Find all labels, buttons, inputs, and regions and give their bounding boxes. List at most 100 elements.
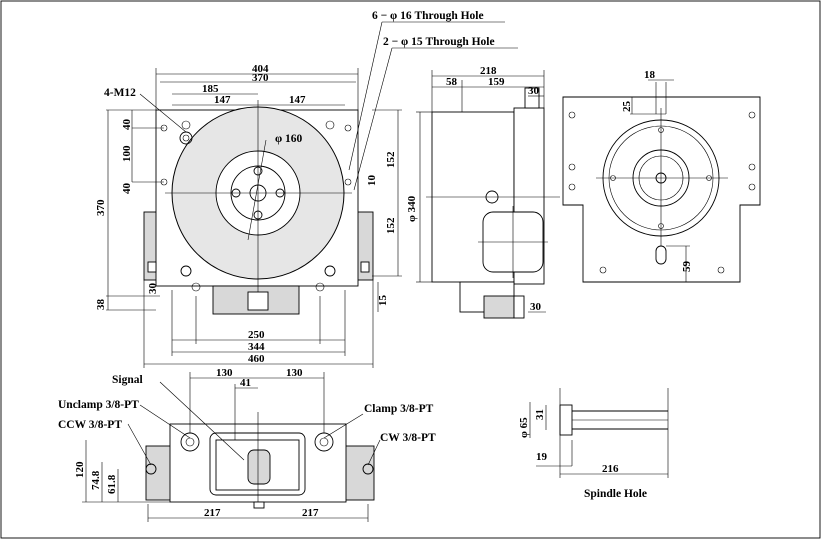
flange-hole xyxy=(568,163,576,171)
hole15-note: 2 − φ 15 Through Hole xyxy=(383,36,495,48)
hole15-leader xyxy=(353,47,393,191)
dim-147-right: 147 xyxy=(289,94,306,106)
side-key xyxy=(524,87,540,109)
dim-25: 25 xyxy=(621,101,633,113)
flange-hole xyxy=(599,266,607,274)
tap-leader xyxy=(139,93,187,133)
signal-note: Signal xyxy=(112,374,143,386)
flange-slot xyxy=(655,245,667,265)
hole16-leader xyxy=(348,21,383,171)
flange-hole xyxy=(568,111,576,119)
ccw-leader xyxy=(127,423,152,466)
ccw-port xyxy=(145,463,157,475)
bottom-view xyxy=(82,372,381,522)
bottom-hole xyxy=(191,282,201,292)
phi160-note: φ 160 xyxy=(275,133,303,145)
dim-58: 58 xyxy=(446,76,458,88)
unclamp-leader xyxy=(139,404,191,439)
flange-view xyxy=(562,79,761,283)
dim-147-left: 147 xyxy=(214,94,231,106)
dim-218: 218 xyxy=(480,65,497,77)
dim-30-side-bottom: 30 xyxy=(530,301,542,313)
spindle-hole-title: Spindle Hole xyxy=(584,488,647,500)
phi160-leader xyxy=(247,139,267,241)
tap-note: 4-M12 xyxy=(104,87,136,99)
tap-hole xyxy=(325,120,335,130)
dim-130-left: 130 xyxy=(216,367,233,379)
dim-344: 344 xyxy=(248,341,265,353)
unclamp-note: Unclamp 3/8-PT xyxy=(58,399,139,411)
flange-hole xyxy=(568,183,576,191)
dim-370-left: 370 xyxy=(95,199,107,216)
clamp-leader xyxy=(323,413,364,439)
cw-note: CW 3/8-PT xyxy=(380,432,436,444)
clamp-note: Clamp 3/8-PT xyxy=(364,403,434,415)
signal-connector xyxy=(247,449,271,485)
top-view xyxy=(106,21,518,368)
flange-hole xyxy=(748,183,756,191)
fitting xyxy=(147,261,157,273)
dim-phi340: φ 340 xyxy=(406,195,418,222)
corner-hole xyxy=(324,265,336,277)
ccw-note: CCW 3/8-PT xyxy=(58,419,122,431)
dim-19: 19 xyxy=(536,451,548,463)
dim-41: 41 xyxy=(240,377,251,389)
fitting xyxy=(360,261,370,273)
clamp-port xyxy=(314,432,334,452)
hub-bolt xyxy=(253,210,263,220)
cw-port xyxy=(362,463,374,475)
bottom-hole xyxy=(315,282,325,292)
cw-leader xyxy=(367,439,381,466)
dim-38: 38 xyxy=(95,299,107,311)
dim-phi65: φ 65 xyxy=(518,417,530,438)
dim-404: 404 xyxy=(252,63,269,75)
dim-217-left: 217 xyxy=(204,507,221,519)
dim-74-8: 74.8 xyxy=(90,470,102,490)
tap-hole xyxy=(181,120,191,130)
dim-120: 120 xyxy=(74,461,86,478)
side-hole xyxy=(344,178,352,186)
hub-bolt xyxy=(253,166,263,176)
side-connector xyxy=(483,295,515,319)
flange-hole xyxy=(748,163,756,171)
dim-460: 460 xyxy=(248,353,265,365)
side-hole xyxy=(344,124,352,132)
dim-216: 216 xyxy=(602,463,619,475)
hole16-note: 6 − φ 16 Through Hole xyxy=(372,10,484,22)
bottom-right-block xyxy=(343,445,375,501)
dim-10: 10 xyxy=(366,175,378,187)
connector-plug xyxy=(247,291,269,311)
dim-250: 250 xyxy=(248,329,265,341)
labels: 6 − φ 16 Through Hole 2 − φ 15 Through H… xyxy=(58,10,693,519)
dim-370-top: 370 xyxy=(252,72,269,84)
dim-59: 59 xyxy=(681,261,693,273)
signal-leader xyxy=(159,381,245,461)
corner-hole xyxy=(180,265,192,277)
dim-217-right: 217 xyxy=(302,507,319,519)
dim-61-8: 61.8 xyxy=(106,474,118,494)
side-view xyxy=(416,70,560,319)
spindle-head xyxy=(559,404,573,436)
dim-152-top: 152 xyxy=(385,151,397,168)
corner-hole xyxy=(182,134,190,142)
unclamp-port xyxy=(180,432,200,452)
dim-130-right: 130 xyxy=(286,367,303,379)
dim-185: 185 xyxy=(202,83,219,95)
hub-bolt xyxy=(275,188,285,198)
dim-30-left: 30 xyxy=(147,283,159,295)
side-plug xyxy=(513,295,525,319)
dim-15: 15 xyxy=(377,295,389,307)
dim-31: 31 xyxy=(534,409,546,420)
dim-30-side: 30 xyxy=(528,85,540,97)
dim-100: 100 xyxy=(121,145,133,162)
dim-152-bottom: 152 xyxy=(385,217,397,234)
dim-159: 159 xyxy=(488,76,505,88)
dim-40-top: 40 xyxy=(121,119,133,131)
flange-hole xyxy=(748,111,756,119)
flange-hole xyxy=(717,266,725,274)
hub-bolt xyxy=(231,188,241,198)
spindle-hole-view xyxy=(529,388,669,478)
